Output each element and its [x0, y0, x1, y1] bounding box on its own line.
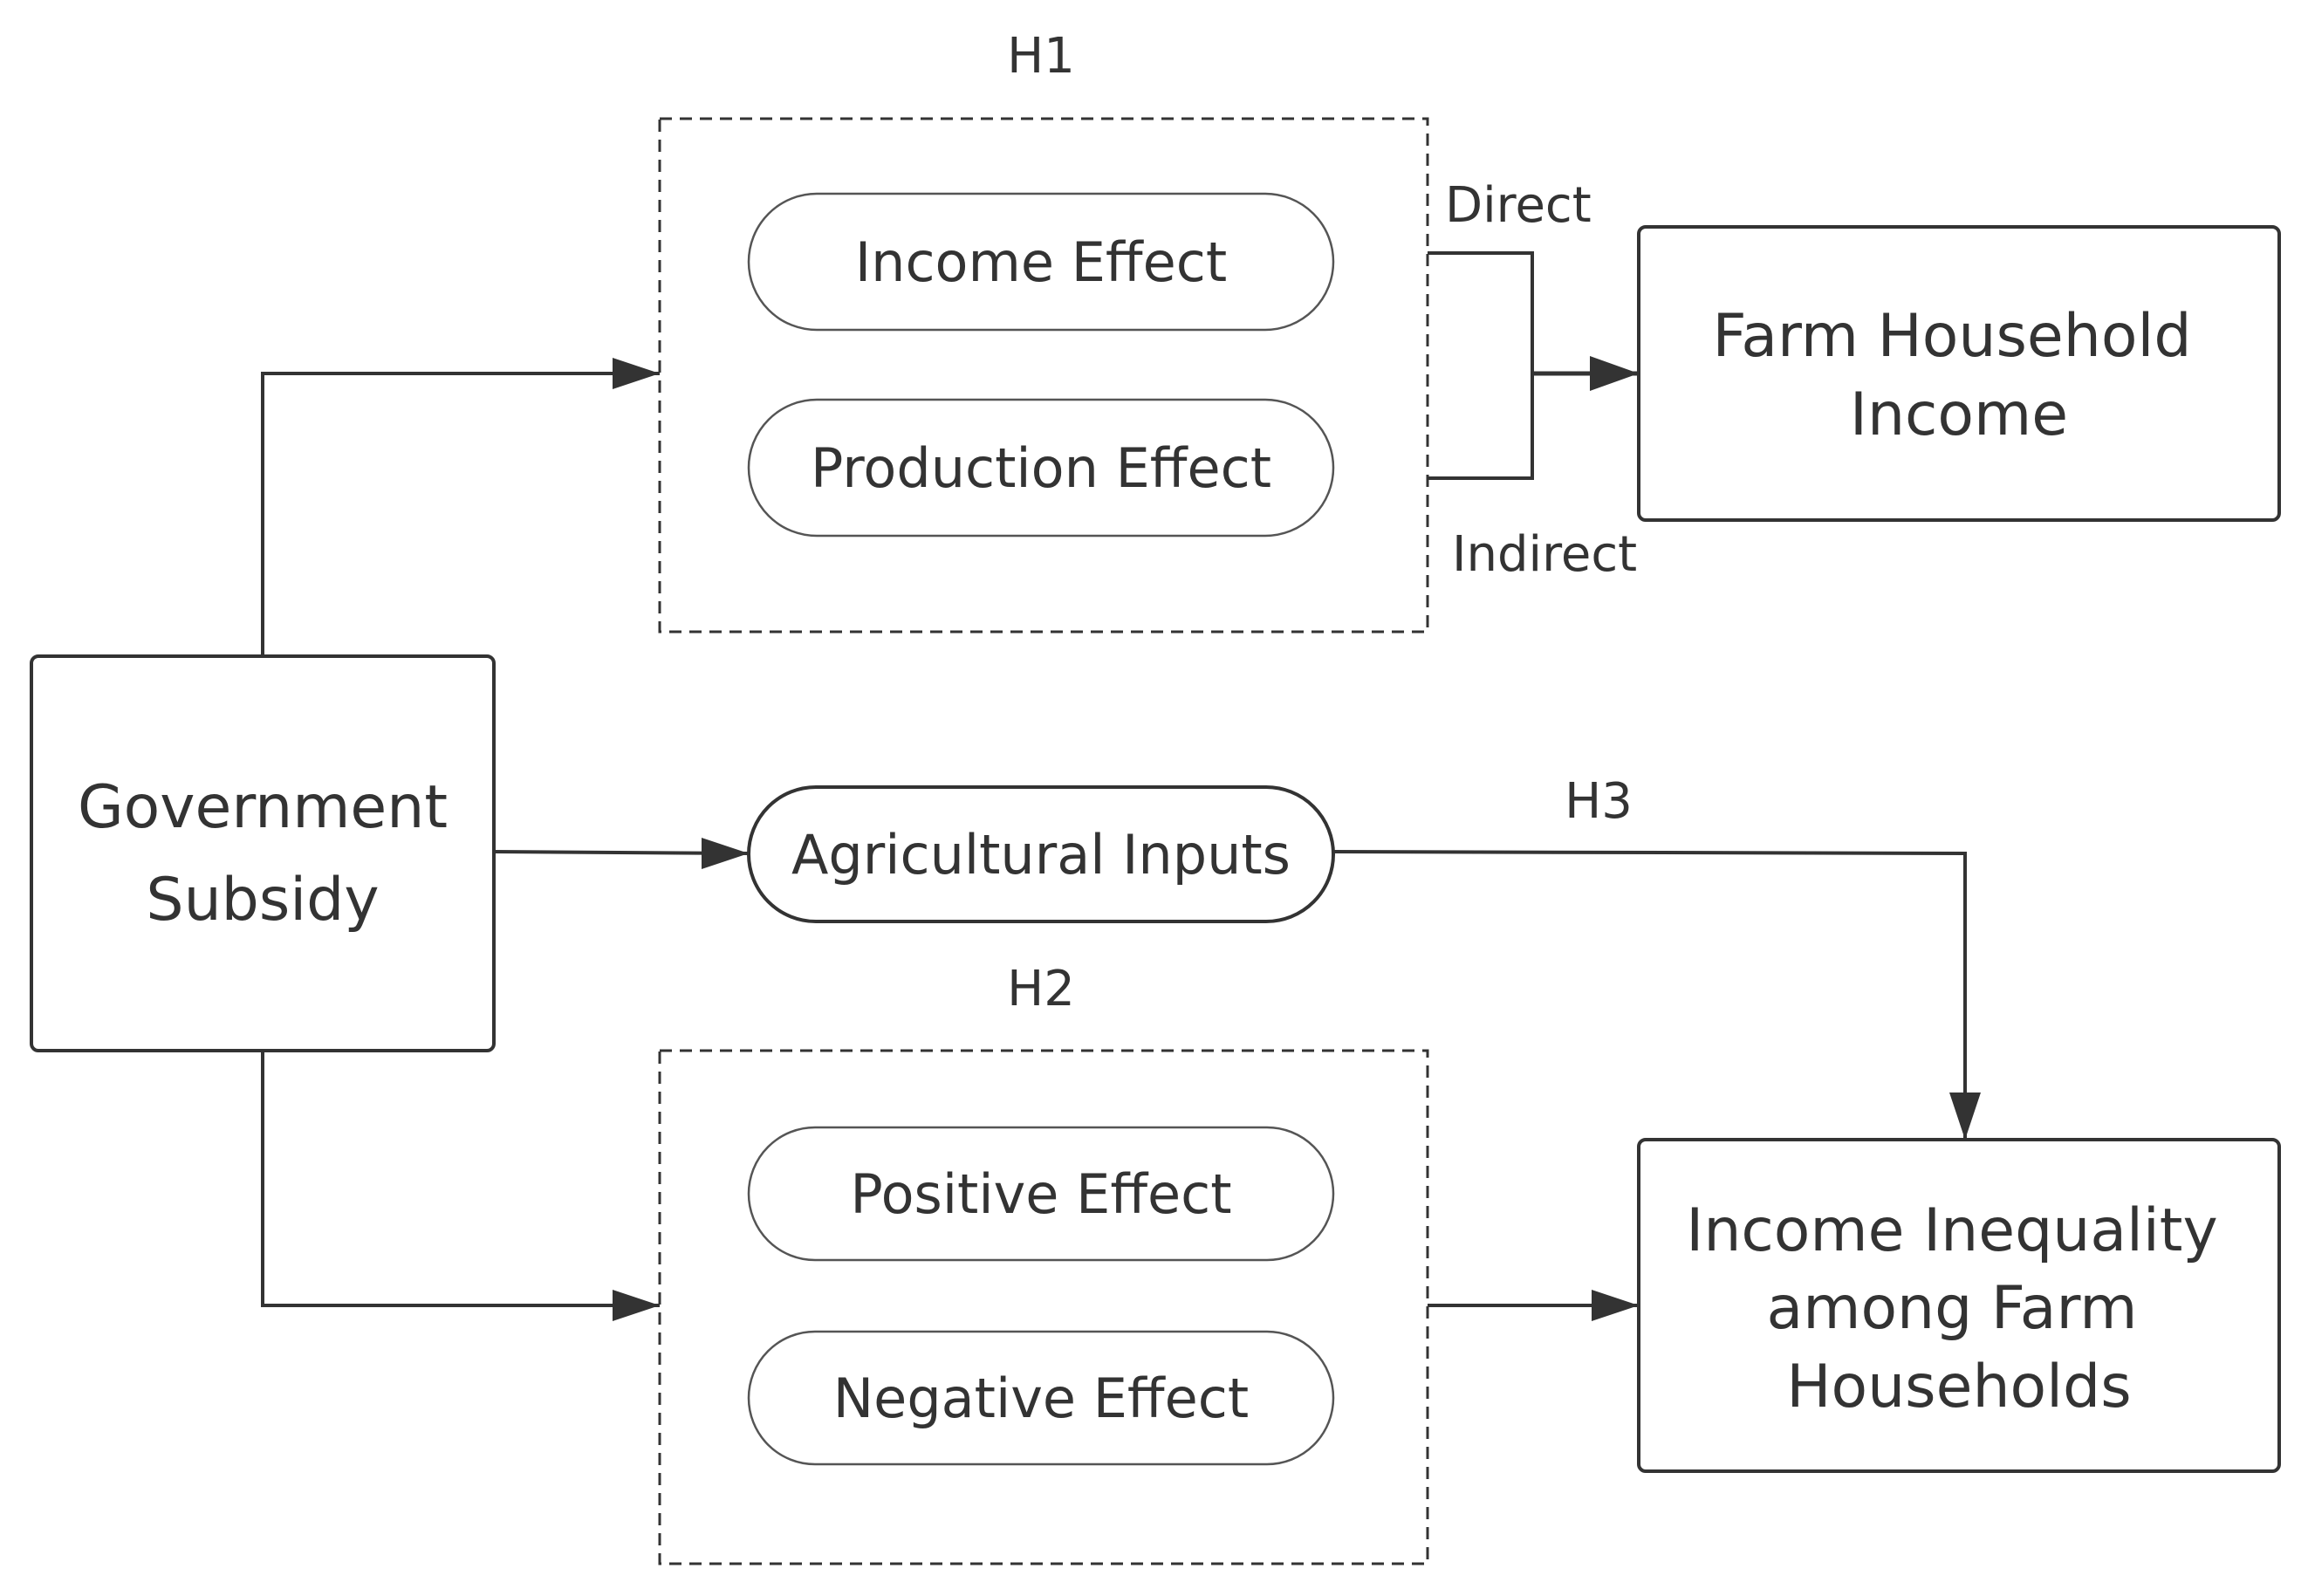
direct-label: Direct [1445, 177, 1592, 234]
edge-bracket-to-income-arrowhead [1590, 356, 1639, 391]
income-effect-label: Income Effect [855, 230, 1227, 294]
negative-effect-pill [747, 1330, 1335, 1466]
farm-household-income-line-2: Income [1850, 380, 2068, 449]
negative-effect-label: Negative Effect [833, 1367, 1249, 1430]
h1-group-box [658, 117, 1429, 634]
edge-direct [1428, 251, 1534, 480]
government-subsidy-line-1: Government [78, 773, 448, 842]
h1-label: H1 [1007, 28, 1075, 85]
income-effect-pill [747, 192, 1335, 332]
positive-effect-label: Positive Effect [850, 1162, 1231, 1226]
indirect-label: Indirect [1452, 526, 1637, 583]
edge-subsidy-to-h1-arrowhead [613, 358, 660, 389]
edge-subsidy-to-h2-arrowhead [613, 1290, 660, 1321]
edge-h2-to-inequality-arrowhead [1592, 1290, 1639, 1321]
government-subsidy-box [30, 654, 496, 1052]
agricultural-inputs-pill [747, 785, 1335, 923]
agricultural-inputs-label: Agricultural Inputs [791, 823, 1291, 887]
farm-household-income-line-1: Farm Household [1712, 302, 2191, 371]
edge-subsidy-to-h1 [261, 372, 660, 656]
edge-inputs-to-inequality [1332, 850, 1967, 1140]
h3-label: H3 [1565, 773, 1633, 830]
positive-effect-pill [747, 1126, 1335, 1262]
edge-subsidy-to-h2 [261, 1051, 660, 1307]
edge-inputs-to-inequality-arrowhead [1949, 1093, 1981, 1140]
government-subsidy-line-2: Subsidy [146, 866, 379, 935]
income-inequality-line-3: Households [1786, 1353, 2131, 1421]
production-effect-label: Production Effect [811, 436, 1271, 500]
production-effect-pill [747, 398, 1335, 538]
edge-subsidy-to-inputs-arrowhead [702, 838, 749, 869]
farm-household-income-box [1637, 225, 2281, 522]
income-inequality-line-2: among Farm [1767, 1274, 2138, 1343]
income-inequality-line-1: Income Inequality [1686, 1196, 2217, 1265]
h2-label: H2 [1007, 961, 1075, 1017]
